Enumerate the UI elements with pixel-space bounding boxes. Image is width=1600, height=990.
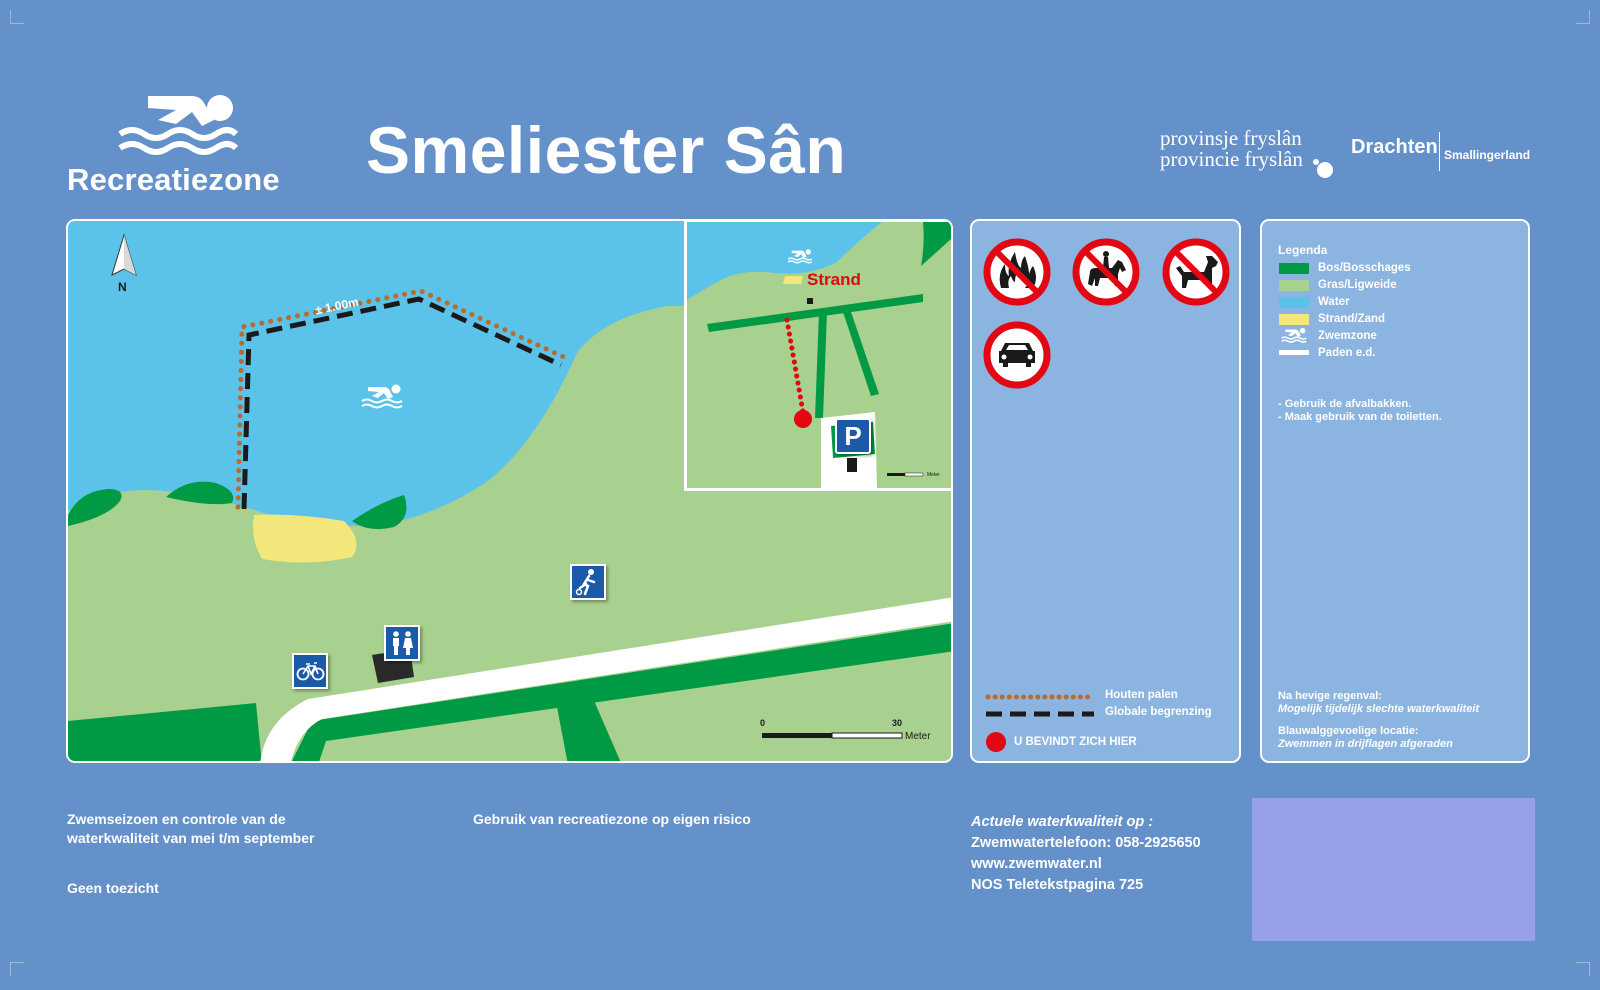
season-line-1: Zwemseizoen en controle van de bbox=[67, 811, 286, 827]
inset-beach bbox=[783, 276, 803, 284]
inset-scale-bar bbox=[887, 472, 924, 477]
scale-bar bbox=[762, 732, 903, 739]
rules-panel: Houten palen Globale begrenzing U BEVIND… bbox=[970, 219, 1241, 763]
municipality-divider bbox=[1439, 132, 1440, 171]
legend-label-forest: Bos/Bosschages bbox=[1318, 262, 1411, 274]
forest-area bbox=[166, 481, 234, 505]
crop-mark bbox=[1576, 10, 1590, 24]
legend-label-swim-zone: Zwemzone bbox=[1318, 330, 1377, 342]
legend-panel: Legenda Bos/Bosschages Gras/Ligweide Wat… bbox=[1260, 219, 1530, 763]
forest-area bbox=[68, 489, 122, 526]
sport-icon bbox=[575, 569, 596, 596]
province-line-2: provincie fryslân bbox=[1160, 147, 1303, 171]
sport-area-sign bbox=[570, 564, 606, 600]
swim-icon bbox=[361, 384, 403, 409]
season-info: Zwemseizoen en controle van de waterkwal… bbox=[67, 810, 314, 848]
legend-label-sand: Strand/Zand bbox=[1318, 313, 1386, 325]
water-quality-info: Actuele waterkwaliteit op : Zwemwatertel… bbox=[971, 812, 1201, 896]
scale-max-label: 30 bbox=[892, 718, 903, 728]
forest-strip bbox=[292, 623, 951, 761]
boundary-label: Globale begrenzing bbox=[1105, 706, 1212, 718]
legend-swatch-water bbox=[1279, 297, 1309, 308]
legend-swatch-sand bbox=[1279, 314, 1309, 325]
no-horses-icon bbox=[1072, 238, 1140, 306]
inset-route-line bbox=[784, 317, 806, 415]
inset-swim-icon bbox=[787, 249, 813, 264]
inset-forest-strip bbox=[815, 312, 827, 418]
supervision-info: Geen toezicht bbox=[67, 880, 159, 896]
logo-label: Recreatiezone bbox=[67, 162, 280, 197]
legend-swatch-grass bbox=[1279, 280, 1309, 291]
water-quality-phone: Zwemwatertelefoon: 058-2925650 bbox=[971, 835, 1201, 851]
swimmer-logo-icon bbox=[118, 95, 238, 155]
municipality-name: Smallingerland bbox=[1444, 148, 1531, 162]
province-logo-mark-icon bbox=[1313, 159, 1333, 178]
province-logo: provinsje fryslân provincie fryslân bbox=[1160, 128, 1303, 170]
water-quality-title: Actuele waterkwaliteit op : bbox=[971, 814, 1154, 830]
forest-strip bbox=[68, 703, 262, 761]
no-dogs-icon bbox=[1162, 238, 1230, 306]
you-are-here-marker bbox=[794, 410, 812, 428]
legend-label-paths: Paden e.d. bbox=[1318, 347, 1376, 359]
inset-building bbox=[847, 458, 857, 472]
legend-swatch-forest bbox=[1279, 263, 1309, 274]
page-title: Smeliester Sân bbox=[366, 113, 847, 187]
legend-label-water: Water bbox=[1318, 296, 1350, 308]
forest-strip bbox=[554, 687, 621, 761]
boundary-legend-line bbox=[986, 711, 1094, 717]
bicycle-icon bbox=[296, 662, 325, 681]
crop-mark bbox=[10, 962, 24, 976]
crop-mark bbox=[10, 10, 24, 24]
risk-info: Gebruik van recreatiezone op eigen risic… bbox=[473, 811, 751, 827]
algae-title: Blauwalggevoelige locatie: bbox=[1278, 725, 1419, 737]
no-cars-icon bbox=[983, 321, 1051, 389]
inset-map: Strand P Meter bbox=[684, 221, 951, 491]
inset-beach-label: Strand bbox=[807, 270, 861, 289]
beach-area bbox=[253, 514, 357, 563]
inset-forest-strip bbox=[707, 294, 923, 332]
wooden-posts-legend-line bbox=[985, 694, 1096, 700]
rain-title: Na hevige regenval: bbox=[1278, 690, 1382, 702]
wooden-posts-line bbox=[235, 288, 571, 510]
north-arrow-icon bbox=[111, 233, 137, 276]
tip-toilets: - Maak gebruik van de toiletten. bbox=[1278, 411, 1442, 423]
you-are-here-label: U BEVINDT ZICH HIER bbox=[1014, 736, 1137, 748]
no-fire-icon bbox=[983, 238, 1051, 306]
path-road bbox=[260, 597, 951, 761]
legend-swatch-paths bbox=[1279, 350, 1309, 355]
inset-scale-unit: Meter bbox=[927, 472, 940, 478]
north-label: N bbox=[118, 280, 127, 294]
tip-waste-bins: - Gebruik de afvalbakken. bbox=[1278, 398, 1412, 410]
map-panel: ± 1.00m N 0 30 Meter bbox=[66, 219, 953, 763]
scale-zero-label: 0 bbox=[760, 718, 766, 728]
crop-mark bbox=[1576, 962, 1590, 976]
legend-label-grass: Gras/Ligweide bbox=[1318, 279, 1397, 291]
algae-text: Zwemmen in drijflagen afgeraden bbox=[1278, 738, 1453, 750]
province-line-1: provinsje fryslân bbox=[1160, 126, 1302, 150]
toilet-icon bbox=[393, 631, 413, 655]
municipality-city: Drachten bbox=[1351, 136, 1438, 158]
wooden-posts-label: Houten palen bbox=[1105, 689, 1178, 701]
you-are-here-legend-icon bbox=[986, 732, 1006, 752]
legend-swim-zone-icon bbox=[1281, 327, 1307, 343]
season-line-2: waterkwaliteit van mei t/m september bbox=[67, 830, 315, 846]
rain-text: Mogelijk tijdelijk slechte waterkwalitei… bbox=[1278, 703, 1480, 715]
scale-unit-label: Meter bbox=[905, 731, 931, 742]
water-quality-website: www.zwemwater.nl bbox=[971, 856, 1102, 872]
inset-building bbox=[807, 298, 813, 304]
inset-forest bbox=[921, 222, 951, 266]
zone-boundary-line bbox=[241, 296, 563, 510]
bicycle-sign bbox=[292, 653, 328, 689]
inset-forest-strip bbox=[841, 306, 879, 396]
legend-title: Legenda bbox=[1278, 243, 1328, 257]
water-quality-teletext: NOS Teletekstpagina 725 bbox=[971, 877, 1144, 893]
forest-area bbox=[352, 495, 407, 529]
inset-map-graphic bbox=[687, 222, 951, 488]
inset-water bbox=[687, 222, 882, 300]
info-placeholder-box bbox=[1252, 798, 1535, 941]
parking-icon: P bbox=[835, 418, 871, 454]
toilet-sign bbox=[384, 625, 420, 661]
